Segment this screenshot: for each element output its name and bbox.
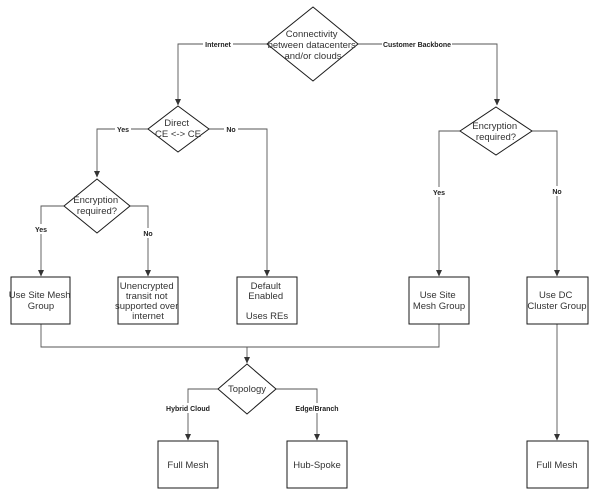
box-unencrypted-line-4: internet xyxy=(132,311,164,322)
box-default-line-2: Enabled xyxy=(248,291,283,302)
edges xyxy=(38,43,560,441)
box-unencrypted-label: Unencrypted transit not supported over i… xyxy=(115,281,181,322)
decision-connectivity-line-3: and/or clouds xyxy=(284,51,341,62)
box-hub-spoke-line-1: Hub-Spoke xyxy=(293,460,341,471)
decision-encryption-left-line-1: Encryption xyxy=(73,195,118,206)
decision-direct-line-1: Direct xyxy=(164,118,189,129)
box-site-mesh-right-line-1: Use Site xyxy=(420,290,456,301)
box-default-line-4: Uses REs xyxy=(246,311,288,322)
label-encryption-left-no: No xyxy=(141,228,155,238)
box-site-mesh-left-label: Use Site Mesh Group xyxy=(9,290,73,312)
box-unencrypted-line-1: Unencrypted xyxy=(120,281,174,292)
edge-encryption-right-to-site-mesh xyxy=(436,130,460,277)
label-internet-text: Internet xyxy=(205,42,231,49)
box-hub-spoke-label: Hub-Spoke xyxy=(293,460,341,471)
edge-site-mesh-left-to-topology xyxy=(40,324,250,364)
decision-encryption-right: Encryption required? xyxy=(459,106,533,156)
label-customer-backbone-text: Customer Backbone xyxy=(383,42,451,49)
edge-encryption-left-to-site-mesh xyxy=(38,205,64,277)
box-dc-cluster: Use DC Cluster Group xyxy=(526,276,589,325)
decision-encryption-right-line-2: required? xyxy=(476,132,516,143)
label-direct-no: No xyxy=(224,124,238,134)
edge-encryption-right-to-dc-cluster xyxy=(532,130,560,277)
box-unencrypted-line-2: transit not xyxy=(126,291,168,302)
decision-topology-line-1: Topology xyxy=(228,384,266,395)
decision-encryption-left: Encryption required? xyxy=(63,178,131,234)
box-dc-cluster-line-2: Cluster Group xyxy=(527,301,586,312)
decision-connectivity: Connectivity between datacenters and/or … xyxy=(266,6,359,82)
box-full-mesh-right: Full Mesh xyxy=(526,440,589,489)
label-encryption-right-no: No xyxy=(550,186,564,196)
label-internet: Internet xyxy=(203,39,233,49)
box-full-mesh-left: Full Mesh xyxy=(157,440,219,489)
label-encryption-right-yes-text: Yes xyxy=(433,190,445,197)
box-dc-cluster-line-1: Use DC xyxy=(539,290,572,301)
box-hub-spoke: Hub-Spoke xyxy=(286,440,348,489)
decision-encryption-right-line-1: Encryption xyxy=(472,121,517,132)
box-full-mesh-right-line-1: Full Mesh xyxy=(536,460,577,471)
decision-direct-line-2: CE <-> CE xyxy=(155,129,201,140)
decision-topology-label: Topology xyxy=(228,384,266,395)
label-hybrid-cloud: Hybrid Cloud xyxy=(164,403,212,413)
edge-topology-to-full-mesh xyxy=(185,388,218,441)
box-default-line-1: Default xyxy=(251,281,281,292)
decision-encryption-left-label: Encryption required? xyxy=(73,195,121,217)
label-edge-branch: Edge/Branch xyxy=(294,403,340,413)
box-default: Default Enabled Uses REs xyxy=(236,276,298,325)
label-hybrid-cloud-text: Hybrid Cloud xyxy=(166,406,210,413)
decision-connectivity-line-2: between datacenters xyxy=(268,40,356,51)
label-encryption-right-no-text: No xyxy=(552,189,561,196)
box-site-mesh-left-line-2: Group xyxy=(28,301,54,312)
edge-connectivity-to-direct xyxy=(175,43,267,106)
box-default-label: Default Enabled Uses REs xyxy=(246,281,288,322)
box-full-mesh-right-label: Full Mesh xyxy=(536,460,577,471)
label-encryption-left-yes-text: Yes xyxy=(35,227,47,234)
label-direct-no-text: No xyxy=(226,127,235,134)
edge-connectivity-to-encryption-right xyxy=(358,43,500,106)
label-customer-backbone: Customer Backbone xyxy=(382,39,452,49)
box-site-mesh-right-line-2: Mesh Group xyxy=(413,301,465,312)
edge-topology-to-hub-spoke xyxy=(276,388,320,441)
decision-encryption-left-line-2: required? xyxy=(77,206,117,217)
label-encryption-left-yes: Yes xyxy=(32,224,49,234)
edge-direct-to-default xyxy=(209,128,270,277)
label-direct-yes-text: Yes xyxy=(117,127,129,134)
label-direct-yes: Yes xyxy=(115,124,131,134)
decision-direct-label: Direct CE <-> CE xyxy=(155,118,201,140)
label-encryption-right-yes: Yes xyxy=(430,187,447,197)
box-site-mesh-right: Use Site Mesh Group xyxy=(408,276,470,325)
decision-connectivity-line-1: Connectivity xyxy=(286,29,338,40)
box-unencrypted-line-3: supported over xyxy=(115,301,178,312)
box-site-mesh-left-line-1: Use Site Mesh xyxy=(9,290,71,301)
decision-direct: Direct CE <-> CE xyxy=(147,105,210,153)
box-unencrypted: Unencrypted transit not supported over i… xyxy=(115,276,181,325)
decision-connectivity-label: Connectivity between datacenters and/or … xyxy=(268,29,359,62)
edge-encryption-left-to-unencrypted xyxy=(130,205,151,277)
box-full-mesh-left-label: Full Mesh xyxy=(167,460,208,471)
edge-direct-to-encryption-left xyxy=(94,128,148,178)
decision-topology: Topology xyxy=(217,363,277,415)
decision-encryption-right-label: Encryption required? xyxy=(472,121,520,143)
box-site-mesh-left: Use Site Mesh Group xyxy=(9,276,73,325)
label-edge-branch-text: Edge/Branch xyxy=(295,406,338,413)
label-encryption-left-no-text: No xyxy=(143,231,152,238)
edge-site-mesh-right-to-topology xyxy=(247,324,440,348)
box-full-mesh-left-line-1: Full Mesh xyxy=(167,460,208,471)
nodes: Connectivity between datacenters and/or … xyxy=(9,6,589,489)
edge-labels: Internet Customer Backbone Yes No Yes No… xyxy=(32,39,564,413)
box-dc-cluster-label: Use DC Cluster Group xyxy=(527,290,586,312)
box-site-mesh-right-label: Use Site Mesh Group xyxy=(413,290,465,312)
